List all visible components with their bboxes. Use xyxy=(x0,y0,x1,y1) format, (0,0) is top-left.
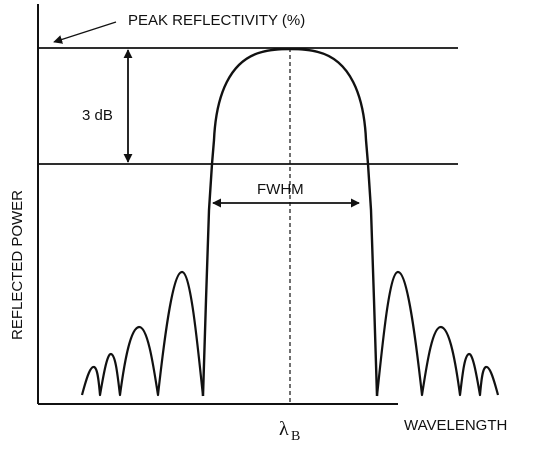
bragg-subscript: B xyxy=(291,429,300,444)
left-side-lobes xyxy=(80,270,205,397)
fwhm-label: FWHM xyxy=(257,181,304,198)
peak-reflectivity-label: PEAK REFLECTIVITY (%) xyxy=(128,12,305,29)
right-side-lobes xyxy=(375,270,500,397)
x-axis-label: WAVELENGTH xyxy=(404,417,507,434)
y-axis-label: REFLECTED POWER xyxy=(9,190,26,340)
bragg-lambda-symbol: λ xyxy=(279,418,289,440)
three-db-label: 3 dB xyxy=(82,107,113,124)
main-reflection-peak xyxy=(201,47,379,397)
peak-pointer-arrow xyxy=(53,21,117,44)
bragg-wavelength-label: λ B xyxy=(279,418,300,444)
